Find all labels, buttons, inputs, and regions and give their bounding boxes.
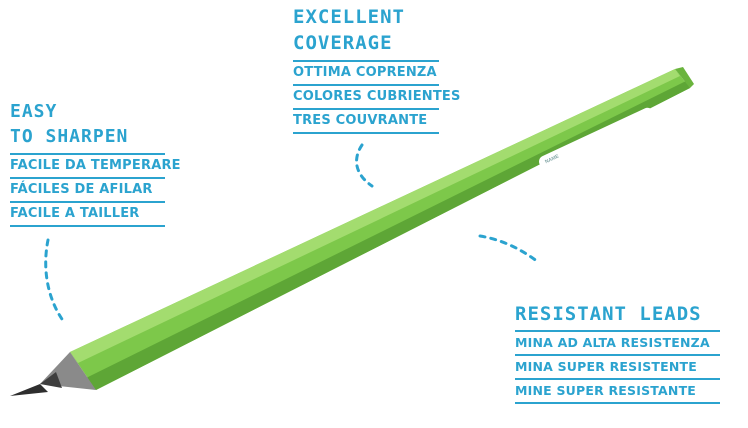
- feature-easy-to-sharpen: EASY TO SHARPEN FACILE DA TEMPERARE FÁCI…: [10, 101, 181, 227]
- translation-french: MINE SUPER RESISTANTE: [515, 380, 720, 404]
- translation-italian: OTTIMA COPRENZA: [293, 59, 439, 86]
- name-label: NAME: [539, 107, 654, 168]
- leader-line-coverage: [355, 143, 374, 188]
- feature-heading-line-2: COVERAGE: [293, 31, 393, 54]
- pencil-lead-point: [10, 384, 48, 396]
- pencil-body-highlight: [70, 69, 680, 363]
- translation-french: FACILE A TAILLER: [10, 203, 165, 227]
- leader-line-leads: [478, 234, 540, 264]
- translation-italian: FACILE DA TEMPERARE: [10, 152, 181, 179]
- feature-resistant-leads: RESISTANT LEADS MINA AD ALTA RESISTENZA …: [515, 303, 720, 404]
- feature-heading-line-1: EXCELLENT: [293, 6, 405, 28]
- pencil-lead-tip: [40, 372, 62, 388]
- translation-french: TRES COUVRANTE: [293, 110, 439, 134]
- recycle-icon: [666, 97, 680, 111]
- feature-excellent-coverage: EXCELLENT COVERAGE OTTIMA COPRENZA COLOR…: [293, 6, 460, 134]
- feature-heading-line-2: TO SHARPEN: [10, 125, 129, 147]
- translation-spanish: FÁCILES DE AFILAR: [10, 179, 165, 203]
- translation-spanish: COLORES CUBRIENTES: [293, 86, 460, 110]
- leader-line-sharpen: [44, 238, 66, 324]
- name-label-text: NAME: [544, 153, 560, 165]
- feature-heading: RESISTANT LEADS: [515, 303, 702, 325]
- translation-spanish: MINA SUPER RESISTENTE: [515, 356, 720, 380]
- pencil-body-shade: [86, 81, 690, 390]
- pencil-end-cap: [675, 67, 694, 88]
- translation-italian: MINA AD ALTA RESISTENZA: [515, 329, 720, 356]
- feature-heading-line-1: EASY: [10, 101, 58, 122]
